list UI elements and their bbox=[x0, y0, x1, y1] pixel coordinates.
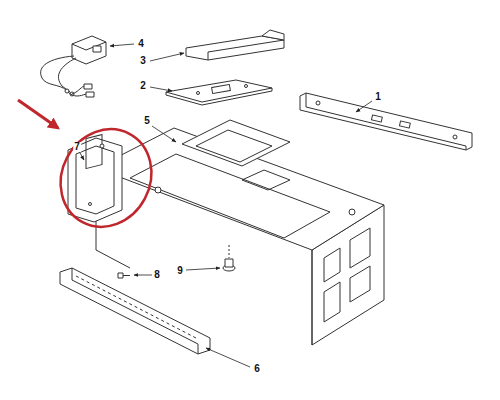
callout-number: 3 bbox=[139, 56, 147, 66]
rear-rail bbox=[300, 93, 472, 150]
callout-number: 7 bbox=[73, 142, 81, 152]
callout-number: 6 bbox=[253, 364, 261, 374]
screw bbox=[118, 273, 130, 278]
callout-number: 8 bbox=[153, 270, 161, 280]
sensor-component bbox=[41, 36, 106, 97]
foot bbox=[223, 245, 235, 271]
callout-number: 5 bbox=[143, 116, 151, 126]
mounting-plate bbox=[166, 80, 272, 105]
callout-number: 2 bbox=[139, 81, 147, 91]
top-bracket bbox=[186, 30, 284, 60]
callout-number: 1 bbox=[374, 92, 382, 102]
leader-lines bbox=[80, 44, 372, 367]
side-panel bbox=[68, 135, 122, 222]
highlight bbox=[18, 100, 168, 243]
callout-number: 4 bbox=[137, 39, 145, 49]
callout-number: 9 bbox=[176, 266, 184, 276]
front-trim-bar bbox=[60, 268, 210, 354]
